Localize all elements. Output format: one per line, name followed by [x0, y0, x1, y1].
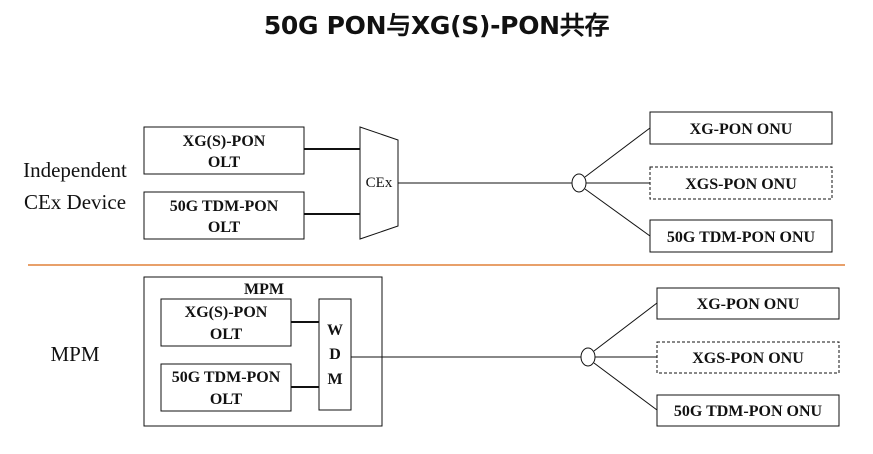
- wdm-letter-w: W: [327, 322, 343, 339]
- bottom-olt2-label-line2: OLT: [210, 391, 243, 408]
- top-olt1-label-line1: XG(S)-PON: [183, 133, 266, 150]
- top-onu-50g-tdm-pon: [649, 219, 833, 253]
- wdm-box: [318, 298, 352, 411]
- bottom-splitter-icon: [580, 347, 596, 367]
- bottom-onu1-label: XG-PON ONU: [697, 296, 800, 313]
- bottom-onu-xgs-pon: [656, 341, 840, 374]
- bottom-onu-xg-pon: [656, 287, 840, 320]
- top-onu3-label: 50G TDM-PON ONU: [667, 229, 816, 246]
- page-title: 50G PON与XG(S)-PON共存: [263, 11, 610, 40]
- bottom-branch-3: [593, 362, 658, 411]
- bottom-onu3-label: 50G TDM-PON ONU: [674, 403, 823, 420]
- mpm-container-label: MPM: [244, 281, 284, 298]
- bottom-olt-box-50g-tdm-pon: [160, 363, 292, 412]
- top-olt2-label-line1: 50G TDM-PON: [170, 198, 279, 215]
- bottom-olt-box-xgs-pon: [160, 298, 292, 347]
- bottom-olt1-label-line2: OLT: [210, 326, 243, 343]
- top-splitter-icon: [571, 173, 587, 193]
- cex-combiner: [359, 126, 399, 240]
- top-branch-1: [584, 127, 651, 178]
- top-onu-xg-pon: [649, 111, 833, 145]
- section-label-independent-line2: CEx Device: [24, 190, 126, 214]
- top-onu-xgs-pon: [649, 166, 833, 200]
- wdm-letter-m: M: [327, 371, 342, 388]
- bottom-olt2-label-line1: 50G TDM-PON: [172, 369, 281, 386]
- section-label-mpm: MPM: [50, 342, 99, 366]
- top-onu1-label: XG-PON ONU: [690, 121, 793, 138]
- top-olt1-label-line2: OLT: [208, 154, 241, 171]
- bottom-onu-50g-tdm-pon: [656, 394, 840, 427]
- bottom-olt1-label-line1: XG(S)-PON: [185, 304, 268, 321]
- cex-label: CEx: [366, 175, 393, 191]
- top-olt-box-50g-tdm-pon: [143, 191, 305, 240]
- top-branch-3: [584, 188, 651, 237]
- top-onu2-label: XGS-PON ONU: [685, 176, 797, 193]
- section-label-independent-line1: Independent: [23, 158, 127, 182]
- wdm-letter-d: D: [329, 346, 341, 363]
- bottom-onu2-label: XGS-PON ONU: [692, 350, 804, 367]
- top-olt2-label-line2: OLT: [208, 219, 241, 236]
- bottom-branch-1: [593, 302, 658, 352]
- top-olt-box-xgs-pon: [143, 126, 305, 175]
